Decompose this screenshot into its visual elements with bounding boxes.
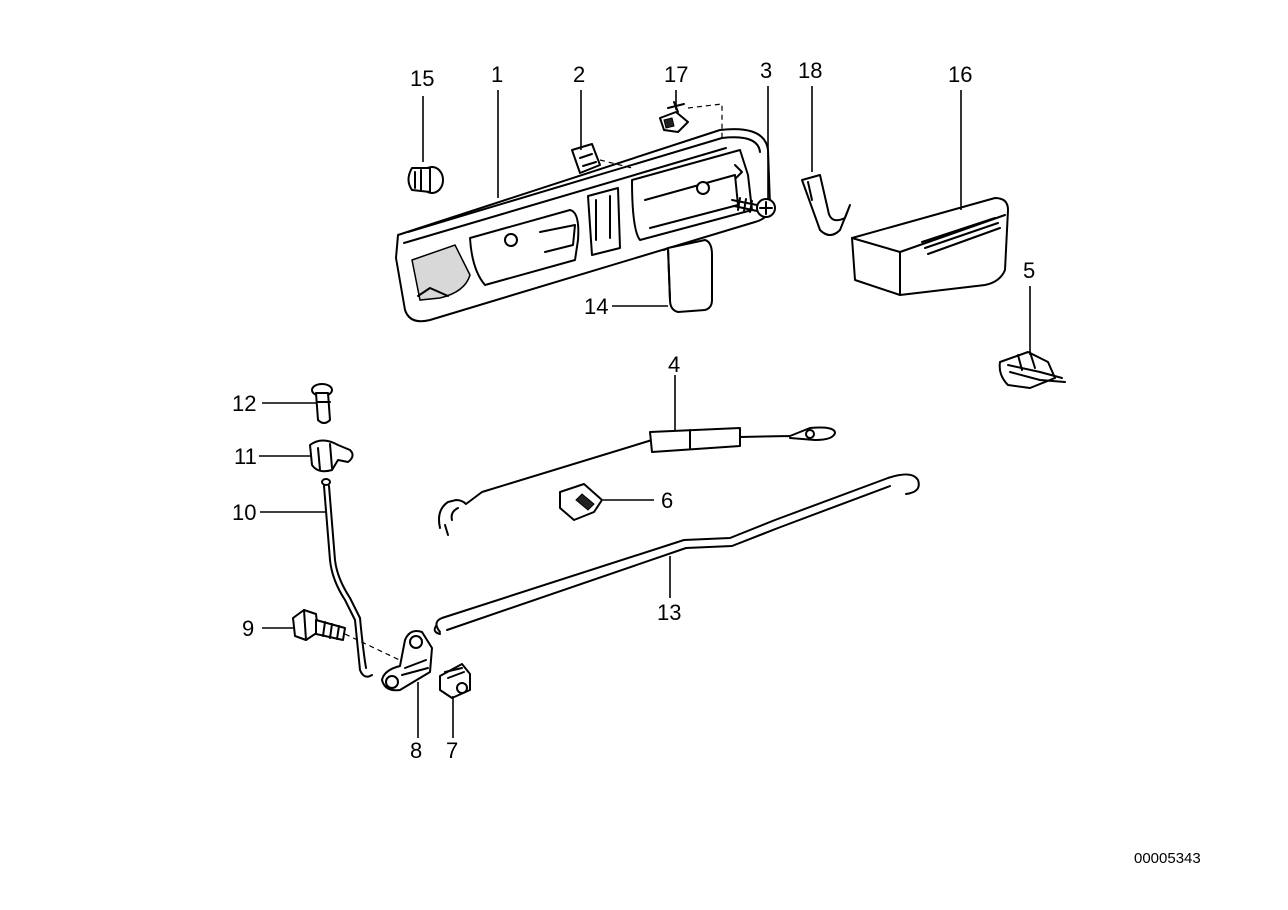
callout-1: 1 [491, 62, 503, 87]
part-18-bracket [801, 174, 851, 236]
callout-4: 4 [668, 352, 680, 377]
callout-2: 2 [573, 62, 585, 87]
part-16-tray [851, 197, 1009, 296]
callout-11: 11 [234, 444, 257, 469]
callout-12: 12 [232, 391, 256, 416]
callout-13: 13 [657, 600, 681, 625]
callout-6: 6 [661, 488, 673, 513]
callout-9: 9 [242, 616, 254, 641]
callout-3: 3 [760, 58, 772, 83]
diagram-id: 00005343 [1134, 850, 1201, 867]
callout-16: 16 [948, 62, 972, 87]
part-7-clip [439, 663, 471, 699]
part-14-cover [663, 239, 713, 313]
part-4-cable [438, 426, 836, 536]
part-9-bolt [292, 609, 411, 666]
callout-labels: 15 1 2 17 3 18 16 5 14 4 12 11 6 10 13 9… [232, 58, 1035, 763]
leader-lines [259, 86, 1031, 738]
callout-7: 7 [446, 738, 458, 763]
callout-10: 10 [232, 500, 256, 525]
callout-5: 5 [1023, 258, 1035, 283]
callout-18: 18 [798, 58, 822, 83]
part-11-clip-ring [309, 439, 354, 473]
part-3-screw [731, 197, 776, 218]
callout-8: 8 [410, 738, 422, 763]
part-8-lever [381, 630, 433, 692]
part-10-rod [321, 478, 373, 678]
part-6-connector [559, 483, 603, 521]
part-15-plug [407, 166, 444, 194]
part-5-cable-clip [998, 351, 1066, 389]
callout-17: 17 [664, 62, 688, 87]
part-13-rod [433, 473, 920, 635]
part-2-clip [571, 143, 633, 174]
callout-14: 14 [584, 294, 608, 319]
part-12-pin [311, 383, 333, 424]
callout-15: 15 [410, 66, 434, 91]
part-17-spreader-clip [659, 101, 723, 140]
part-1-handle-trim [395, 128, 771, 323]
